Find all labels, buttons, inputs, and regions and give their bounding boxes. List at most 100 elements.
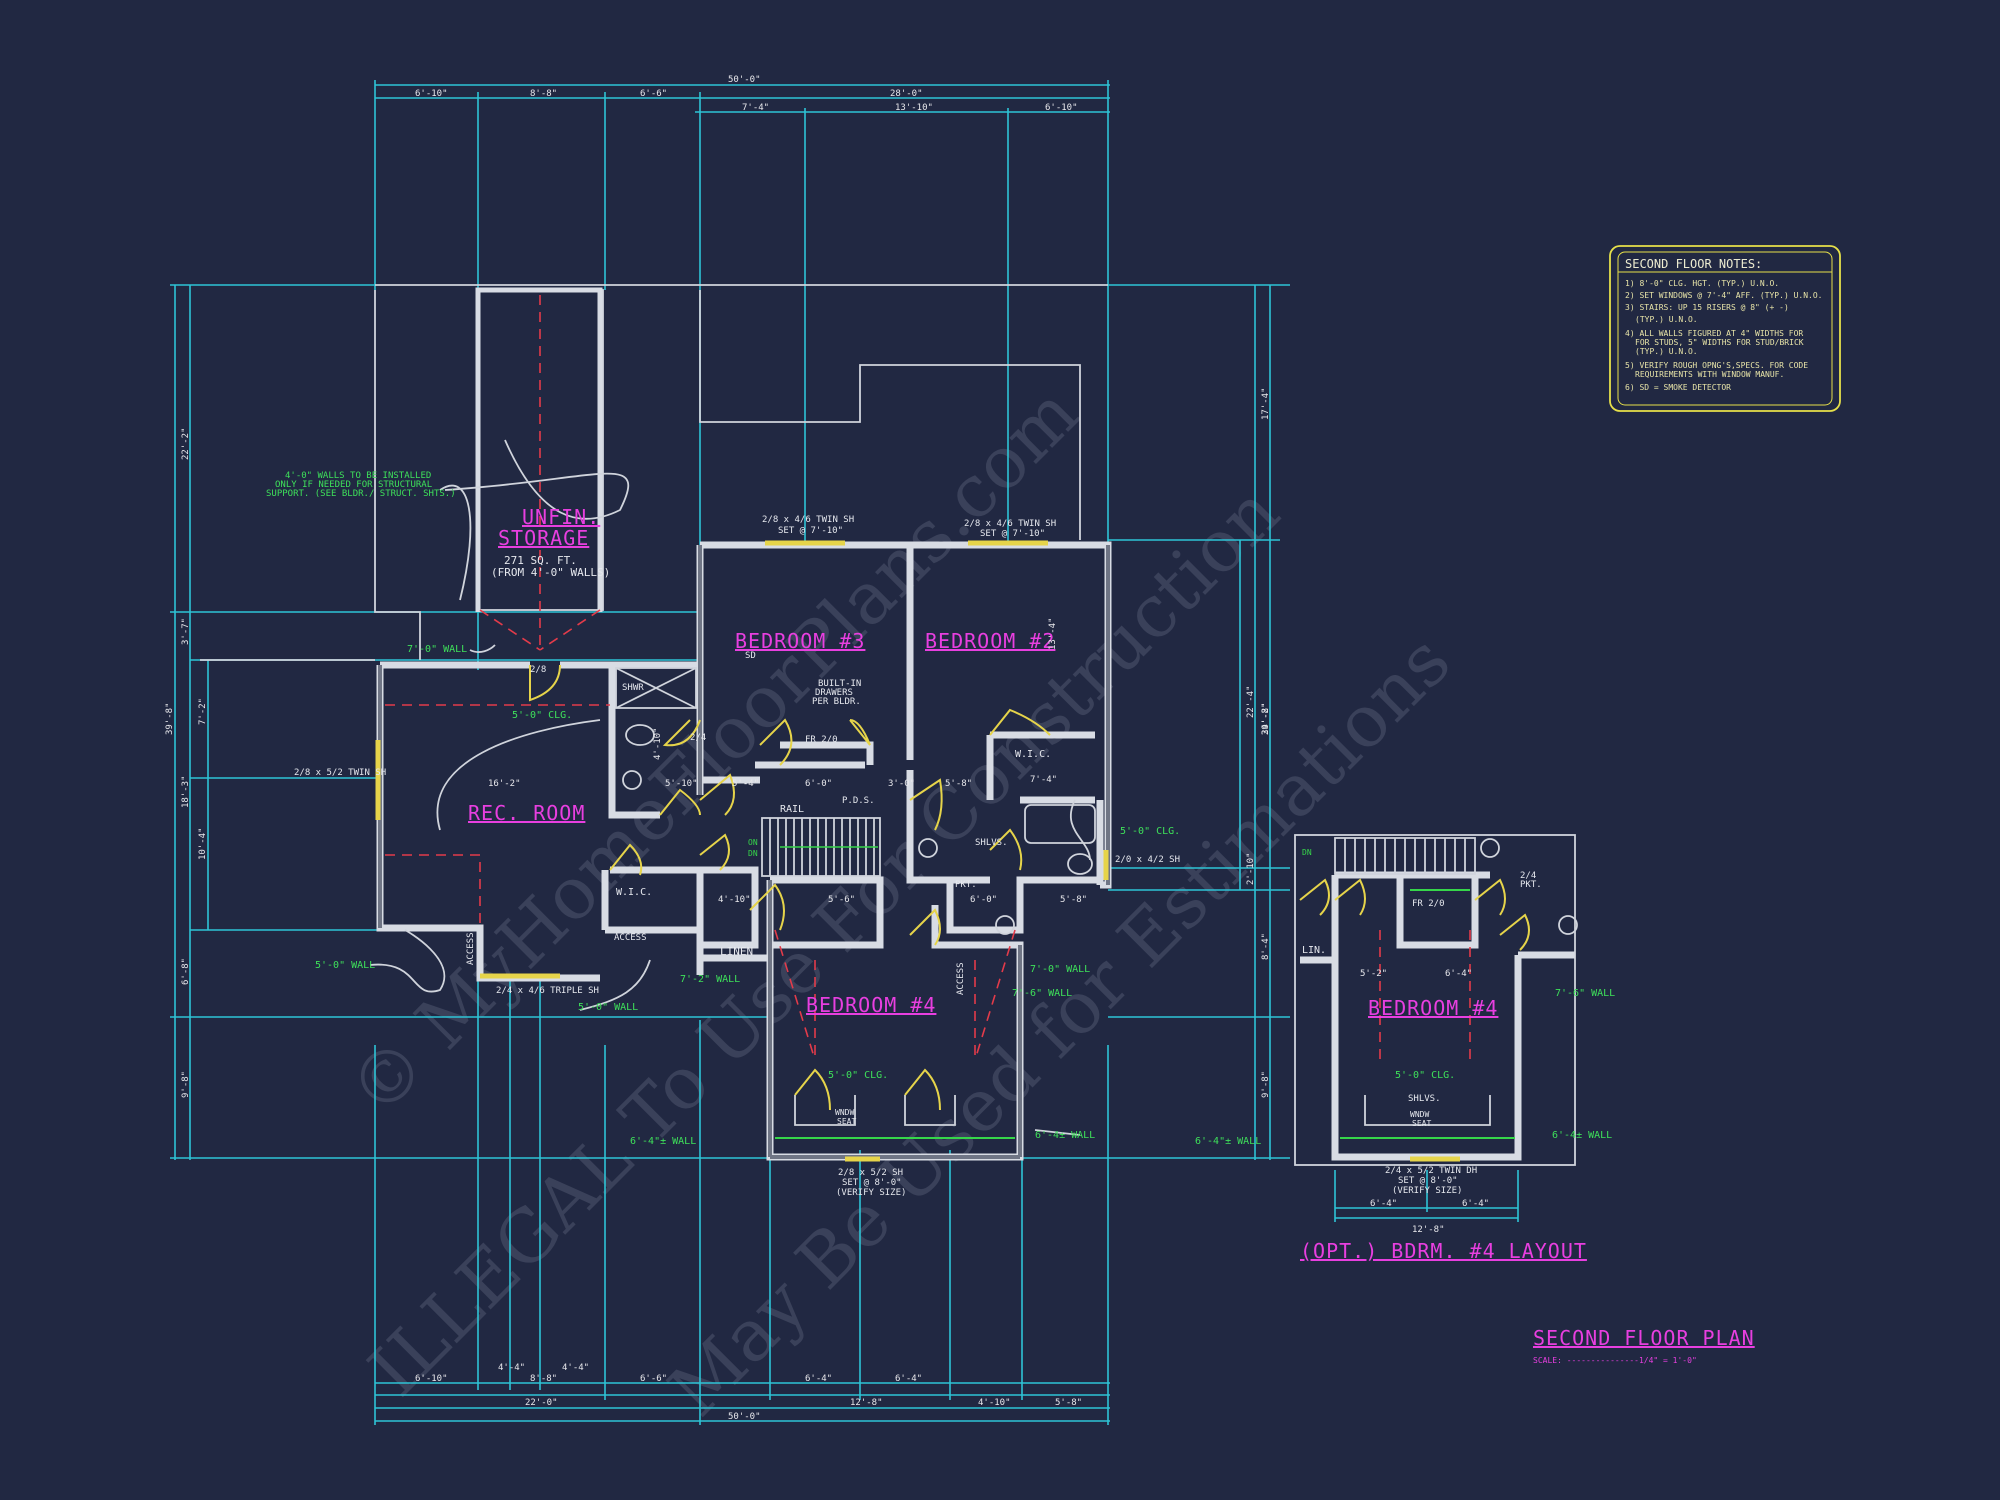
doors [529,664,1051,1111]
dim-bottom-1: 6'-10" [415,1374,448,1384]
note-6: 6) SD = SMOKE DETECTOR [1625,383,1731,392]
dim-int-j: 5'-8" [1060,895,1087,905]
wall-5-0-note-2: 5'-0" WALL [578,1002,638,1013]
dim-bottom-5: 4'-4" [562,1363,589,1373]
dim-left-7: 9'-8" [181,1071,191,1098]
dim-bottom-10: 22'-0" [525,1398,558,1408]
door-2-4-label: 2/4 [690,733,706,743]
note-5b: REQUIREMENTS WITH WINDOW MANUF. [1635,370,1784,379]
dim-bottom-3: 6'-6" [640,1374,667,1384]
plan-title: SECOND FLOOR PLAN [1533,1326,1755,1350]
window-rec-triple: 2/4 x 4/6 TRIPLE SH [496,986,599,996]
opt-window-set: SET @ 8'-0" [1398,1176,1458,1186]
pocket-label: PKT. [955,880,977,890]
dim-bottom-8: 4'-10" [978,1398,1011,1408]
opt-window-seat-1: WNDW [1410,1110,1429,1119]
dim-top-5: 7'-4" [742,103,769,113]
dim-left-3: 7'-2" [198,698,208,725]
dim-int-c: 5'-4" [732,779,759,789]
window-bedroom-2-set: SET @ 7'-10" [980,529,1045,539]
note-3b: (TYP.) U.N.O. [1635,315,1698,324]
dim-int-k: 4'-10" [718,895,751,905]
dim-int-f: 5'-8" [945,779,972,789]
dim-left-2: 3'-7" [181,618,191,645]
wall-6-4-note-3: 6'-4"± WALL [1195,1136,1261,1147]
shower-label: SHWR [622,683,644,693]
dim-left-4: 18'-3" [181,775,191,808]
dim-right-6: 9'-8" [1261,1071,1271,1098]
opt-room-bedroom-4: BEDROOM #4 [1368,996,1498,1020]
window-rec-room: 2/8 x 5/2 TWIN SH [294,768,386,778]
dim-top-3: 6'-6" [640,89,667,99]
rail-label: RAIL [780,804,804,815]
door-2-8-label: 2/8 [530,665,546,675]
dim-top-7: 6'-10" [1045,103,1078,113]
dim-bottom-6: 6'-4" [805,1374,832,1384]
dim-int-g: 7'-4" [1030,775,1057,785]
window-bedroom-4: 2/8 x 5/2 SH [838,1168,903,1178]
room-unfin: UNFIN. [522,505,600,529]
room-bedroom-2: BEDROOM #2 [925,629,1055,653]
dim-int-l: 13'-4" [1048,617,1058,650]
opt-shelves-label: SHLVS. [1408,1094,1441,1104]
dim-top-overall: 50'-0" [728,75,761,85]
ceiling-lines [385,704,1016,1061]
opt-window-label: 2/4 x 5/2 TWIN DH [1385,1166,1477,1176]
opt-linen-label: LIN. [1302,945,1326,956]
wall-6-4-note-1: 6'-4"± WALL [630,1136,696,1147]
wall-5-0-note-1: 5'-0" WALL [315,960,375,971]
note-4c: (TYP.) U.N.O. [1635,347,1698,356]
optional-layout [1294,834,1578,1222]
opt-dim-b: 6'-4" [1462,1199,1489,1209]
plan-scale: SCALE: ---------------1/4" = 1'-0" [1533,1356,1697,1365]
wall-7-0-note: 7'-0" WALL [407,644,467,655]
notes-box [1609,245,1841,412]
window-seat-label-1: WNDW [835,1108,854,1117]
opt-clg-note: 5'-0" CLG. [1395,1070,1455,1081]
shelves-label: SHLVS. [975,838,1008,848]
dim-right-5: 8'-4" [1261,933,1271,960]
dim-int-d: 6'-0" [805,779,832,789]
dim-int-h: 5'-6" [828,895,855,905]
opt-layout-title: (OPT.) BDRM. #4 LAYOUT [1300,1239,1587,1263]
dim-int-m: 4'-10" [653,727,663,760]
dim-bottom-11: 12'-8" [850,1398,883,1408]
note-3: 3) STAIRS: UP 15 RISERS @ 8" (+ -) [1625,303,1789,312]
access-label-2: ACCESS [466,932,476,965]
wall-7-6-note: 7'-6" WALL [1012,988,1072,999]
dim-top-6: 13'-10" [895,103,933,113]
stair-on-label: ON [748,838,758,847]
dim-bottom-7: 6'-4" [895,1374,922,1384]
opt-wall-7-6-note: 7'-6" WALL [1555,988,1615,999]
fixture-labels: 2/8 x 4/6 TWIN SH SET @ 7'-10" 2/8 x 4/6… [294,515,1542,1198]
dim-top-2: 8'-8" [530,89,557,99]
room-rec-room: REC. ROOM [468,801,585,825]
note-4: 4) ALL WALLS FIGURED AT 4" WIDTHS FOR [1625,329,1803,338]
opt-dim-c: 12'-8" [1412,1225,1445,1235]
opt-dim-d: 5'-2" [1360,969,1387,979]
built-in-label-2: DRAWERS [815,688,853,698]
dim-left-1: 22'-2" [181,427,191,460]
note-2: 2) SET WINDOWS @ 7'-4" AFF. (TYP.) U.N.O… [1625,291,1822,300]
dim-right-overall: 39'-8" [1261,702,1271,735]
opt-dn-label: DN [1302,848,1312,857]
dimension-text: 50'-0" 6'-10" 8'-8" 6'-6" 28'-0" 7'-4" 1… [165,75,1489,1422]
storage-area [475,287,604,651]
window-bath: 2/0 x 4/2 SH [1115,855,1180,865]
dim-int-b: 5'-10" [665,779,698,789]
dim-bottom-4: 4'-4" [498,1363,525,1373]
opt-pocket-door-size: 2/4 [1520,871,1536,881]
walls-note-2: ONLY IF NEEDED FOR STRUCTURAL [275,480,432,490]
sd-label: SD [745,651,756,661]
leader-lines [369,439,1091,1136]
dim-right-1: 17'-4" [1261,387,1271,420]
window-bedroom-3: 2/8 x 4/6 TWIN SH [762,515,854,525]
note-4b: FOR STUDS, 5" WIDTHS FOR STUD/BRICK [1635,338,1804,347]
built-in-label-3: PER BLDR. [812,697,861,707]
built-in-label-1: BUILT-IN [818,679,861,689]
room-storage: STORAGE [498,526,589,550]
clg-5-0-note-2: 5'-0" CLG. [1120,826,1180,837]
notes-heading: SECOND FLOOR NOTES: [1625,257,1762,271]
window-bedroom-2: 2/8 x 4/6 TWIN SH [964,519,1056,529]
